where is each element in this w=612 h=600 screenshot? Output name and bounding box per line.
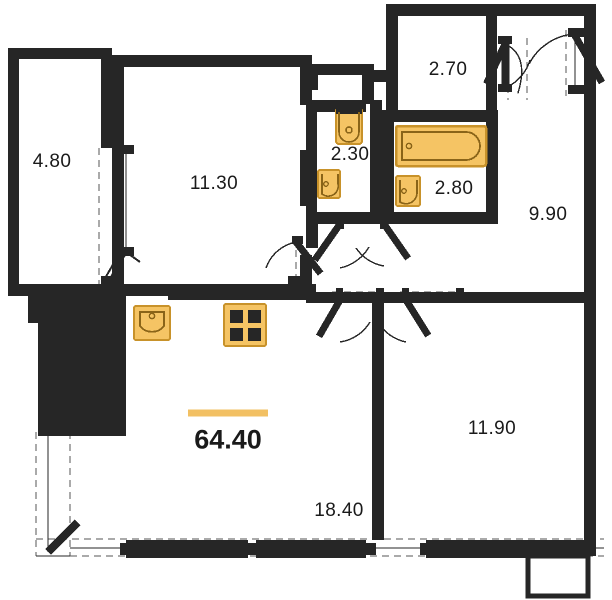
fixtures — [133, 104, 488, 347]
room-label-bedroom-right: 11.90 — [467, 418, 517, 439]
total-area-label: 64.40 — [194, 424, 262, 455]
room-label-corridor: 9.90 — [528, 204, 568, 225]
sink-bathroom-icon — [395, 175, 421, 207]
kitchen-sink-icon — [133, 305, 171, 341]
room-label-wc: 2.30 — [330, 144, 370, 165]
kitchen-stove-icon — [223, 303, 267, 347]
room-label-bedroom-main: 11.30 — [189, 173, 239, 194]
door-swings — [45, 32, 606, 555]
room-label-hall-top: 2.70 — [428, 59, 468, 80]
bathtub-icon — [394, 124, 488, 168]
balcony-outlines — [525, 553, 591, 599]
room-label-balcony-left: 4.80 — [32, 151, 72, 172]
room-label-bathroom: 2.80 — [434, 178, 474, 199]
room-label-living-room: 18.40 — [314, 500, 364, 521]
walls — [8, 4, 596, 558]
total-area-accent-bar — [188, 409, 268, 417]
sink-wc-icon — [317, 169, 341, 199]
toilet-wc-icon — [335, 104, 363, 145]
